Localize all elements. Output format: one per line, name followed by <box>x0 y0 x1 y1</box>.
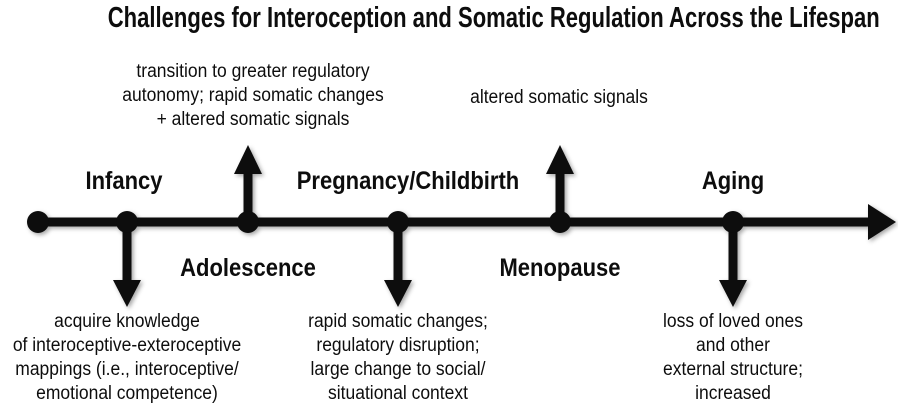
aging-dot <box>722 211 744 233</box>
stage-label-adolescence: Adolescence <box>180 254 316 282</box>
diagram-title: Challenges for Interoception and Somatic… <box>107 2 880 34</box>
annotation-menopause: altered somatic signals <box>470 87 648 108</box>
adolescence-up-arrowhead <box>234 145 262 174</box>
stage-label-infancy: Infancy <box>85 167 163 195</box>
timeline-arrowhead-right <box>868 204 896 240</box>
menopause-up-arrowhead <box>546 145 574 174</box>
pregnancy-dot <box>387 211 409 233</box>
infancy-dot <box>116 211 138 233</box>
stage-label-aging: Aging <box>701 167 765 195</box>
pregnancy-down-arrowhead <box>384 280 412 307</box>
stage-label-menopause: Menopause <box>499 254 621 282</box>
annotation-aging: loss of loved ones and other external st… <box>663 311 803 404</box>
annotation-adolescence: transition to greater regulatory autonom… <box>122 61 384 130</box>
annotation-infancy: acquire knowledge of interoceptive-exter… <box>12 311 242 404</box>
infancy-down-arrowhead <box>113 280 141 307</box>
aging-down-arrowhead <box>719 280 747 307</box>
adolescence-dot <box>237 211 259 233</box>
menopause-dot <box>549 211 571 233</box>
stage-label-pregnancy-childbirth: Pregnancy/Childbirth <box>296 167 520 195</box>
timeline-start-dot <box>27 211 49 233</box>
annotation-pregnancy-childbirth: rapid somatic changes; regulatory disrup… <box>308 311 488 404</box>
